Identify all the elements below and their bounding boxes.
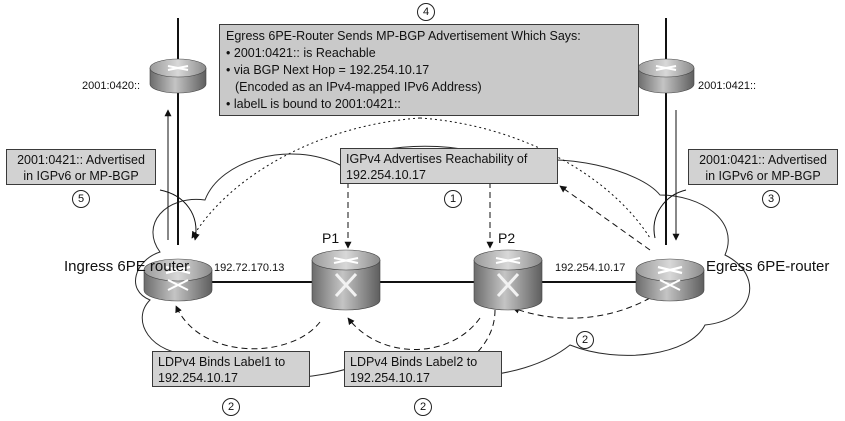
advertisement-line: via BGP Next Hop = 192.254.10.17 — [233, 63, 430, 77]
bullet: • — [226, 46, 231, 60]
ldp-arrow-p1-ingress — [175, 305, 321, 350]
ldp-label1-box: LDPv4 Binds Label1 to 192.254.10.17 — [152, 351, 310, 387]
step-2-marker: 2 — [576, 331, 594, 349]
ingress-address: 192.72.170.13 — [214, 262, 285, 274]
ldp-line: 192.254.10.17 — [158, 371, 238, 385]
label-switch-router-icon — [473, 249, 543, 311]
router-icon — [149, 58, 207, 94]
right-advertised-line: in IGPv6 or MP-BGP — [705, 169, 821, 183]
step-4-marker: 4 — [417, 3, 435, 21]
ldp-line: LDPv4 Binds Label1 to — [158, 355, 286, 369]
bullet: • — [226, 97, 231, 111]
left-advertised-line: 2001:0421:: Advertised — [17, 153, 145, 167]
ldp-label2-box: LDPv4 Binds Label2 to 192.254.10.17 — [344, 351, 502, 387]
ldp-arrow-egress-p2 — [512, 297, 651, 319]
step-3-marker: 3 — [762, 190, 780, 208]
right-adv-curve — [653, 189, 687, 239]
egress-label: Egress 6PE-router — [706, 258, 829, 276]
egress-label-line: 6PE-router — [756, 258, 830, 275]
router-icon — [143, 258, 213, 302]
ldp-line: 192.254.10.17 — [350, 371, 430, 385]
igp-line: IGPv4 Advertises Reachability of — [346, 152, 528, 166]
label-switch-router-icon — [311, 249, 381, 311]
right-prefix-label: 2001:0421:: — [698, 80, 757, 92]
ingress-label-line: Ingress — [64, 258, 114, 275]
step-5-marker: 5 — [72, 190, 90, 208]
left-advertised-line: in IGPv6 or MP-BGP — [23, 169, 139, 183]
step-2-marker: 2 — [414, 398, 432, 416]
advertisement-line: labelL is bound to 2001:0421:: — [233, 97, 401, 111]
left-adv-curve — [159, 189, 200, 241]
step-1-marker: 1 — [444, 190, 462, 208]
ingress-label-line: 6PE router — [117, 258, 190, 275]
egress-label-line: Egress — [706, 258, 753, 275]
advertisement-line: 2001:0421:: is Reachable — [233, 46, 376, 60]
mp-bgp-advertisement-box: Egress 6PE-Router Sends MP-BGP Advertise… — [219, 24, 639, 116]
advertisement-line: (Encoded as an IPv4-mapped IPv6 Address) — [235, 80, 482, 94]
step-2-marker: 2 — [222, 398, 240, 416]
p2-label: P2 — [498, 230, 516, 246]
egress-address: 192.254.10.17 — [555, 262, 626, 274]
right-advertised-line: 2001:0421:: Advertised — [699, 153, 827, 167]
ldp-arrow-p2-p1 — [347, 317, 481, 350]
advertisement-title: Egress 6PE-Router Sends MP-BGP Advertise… — [226, 29, 581, 43]
ingress-label: Ingress 6PE router — [64, 258, 189, 276]
router-icon — [637, 58, 695, 94]
left-prefix-label: 2001:0420:: — [82, 80, 141, 92]
igp-reachability-box: IGPv4 Advertises Reachability of 192.254… — [340, 148, 558, 184]
router-icon — [635, 258, 705, 302]
right-advertised-box: 2001:0421:: Advertised in IGPv6 or MP-BG… — [688, 149, 838, 185]
p1-label: P1 — [322, 230, 340, 246]
igp-line: 192.254.10.17 — [346, 168, 426, 182]
bullet: • — [226, 63, 231, 77]
igp-arrow-egress — [559, 185, 651, 251]
ldp-line: LDPv4 Binds Label2 to — [350, 355, 478, 369]
left-advertised-box: 2001:0421:: Advertised in IGPv6 or MP-BG… — [6, 149, 156, 185]
